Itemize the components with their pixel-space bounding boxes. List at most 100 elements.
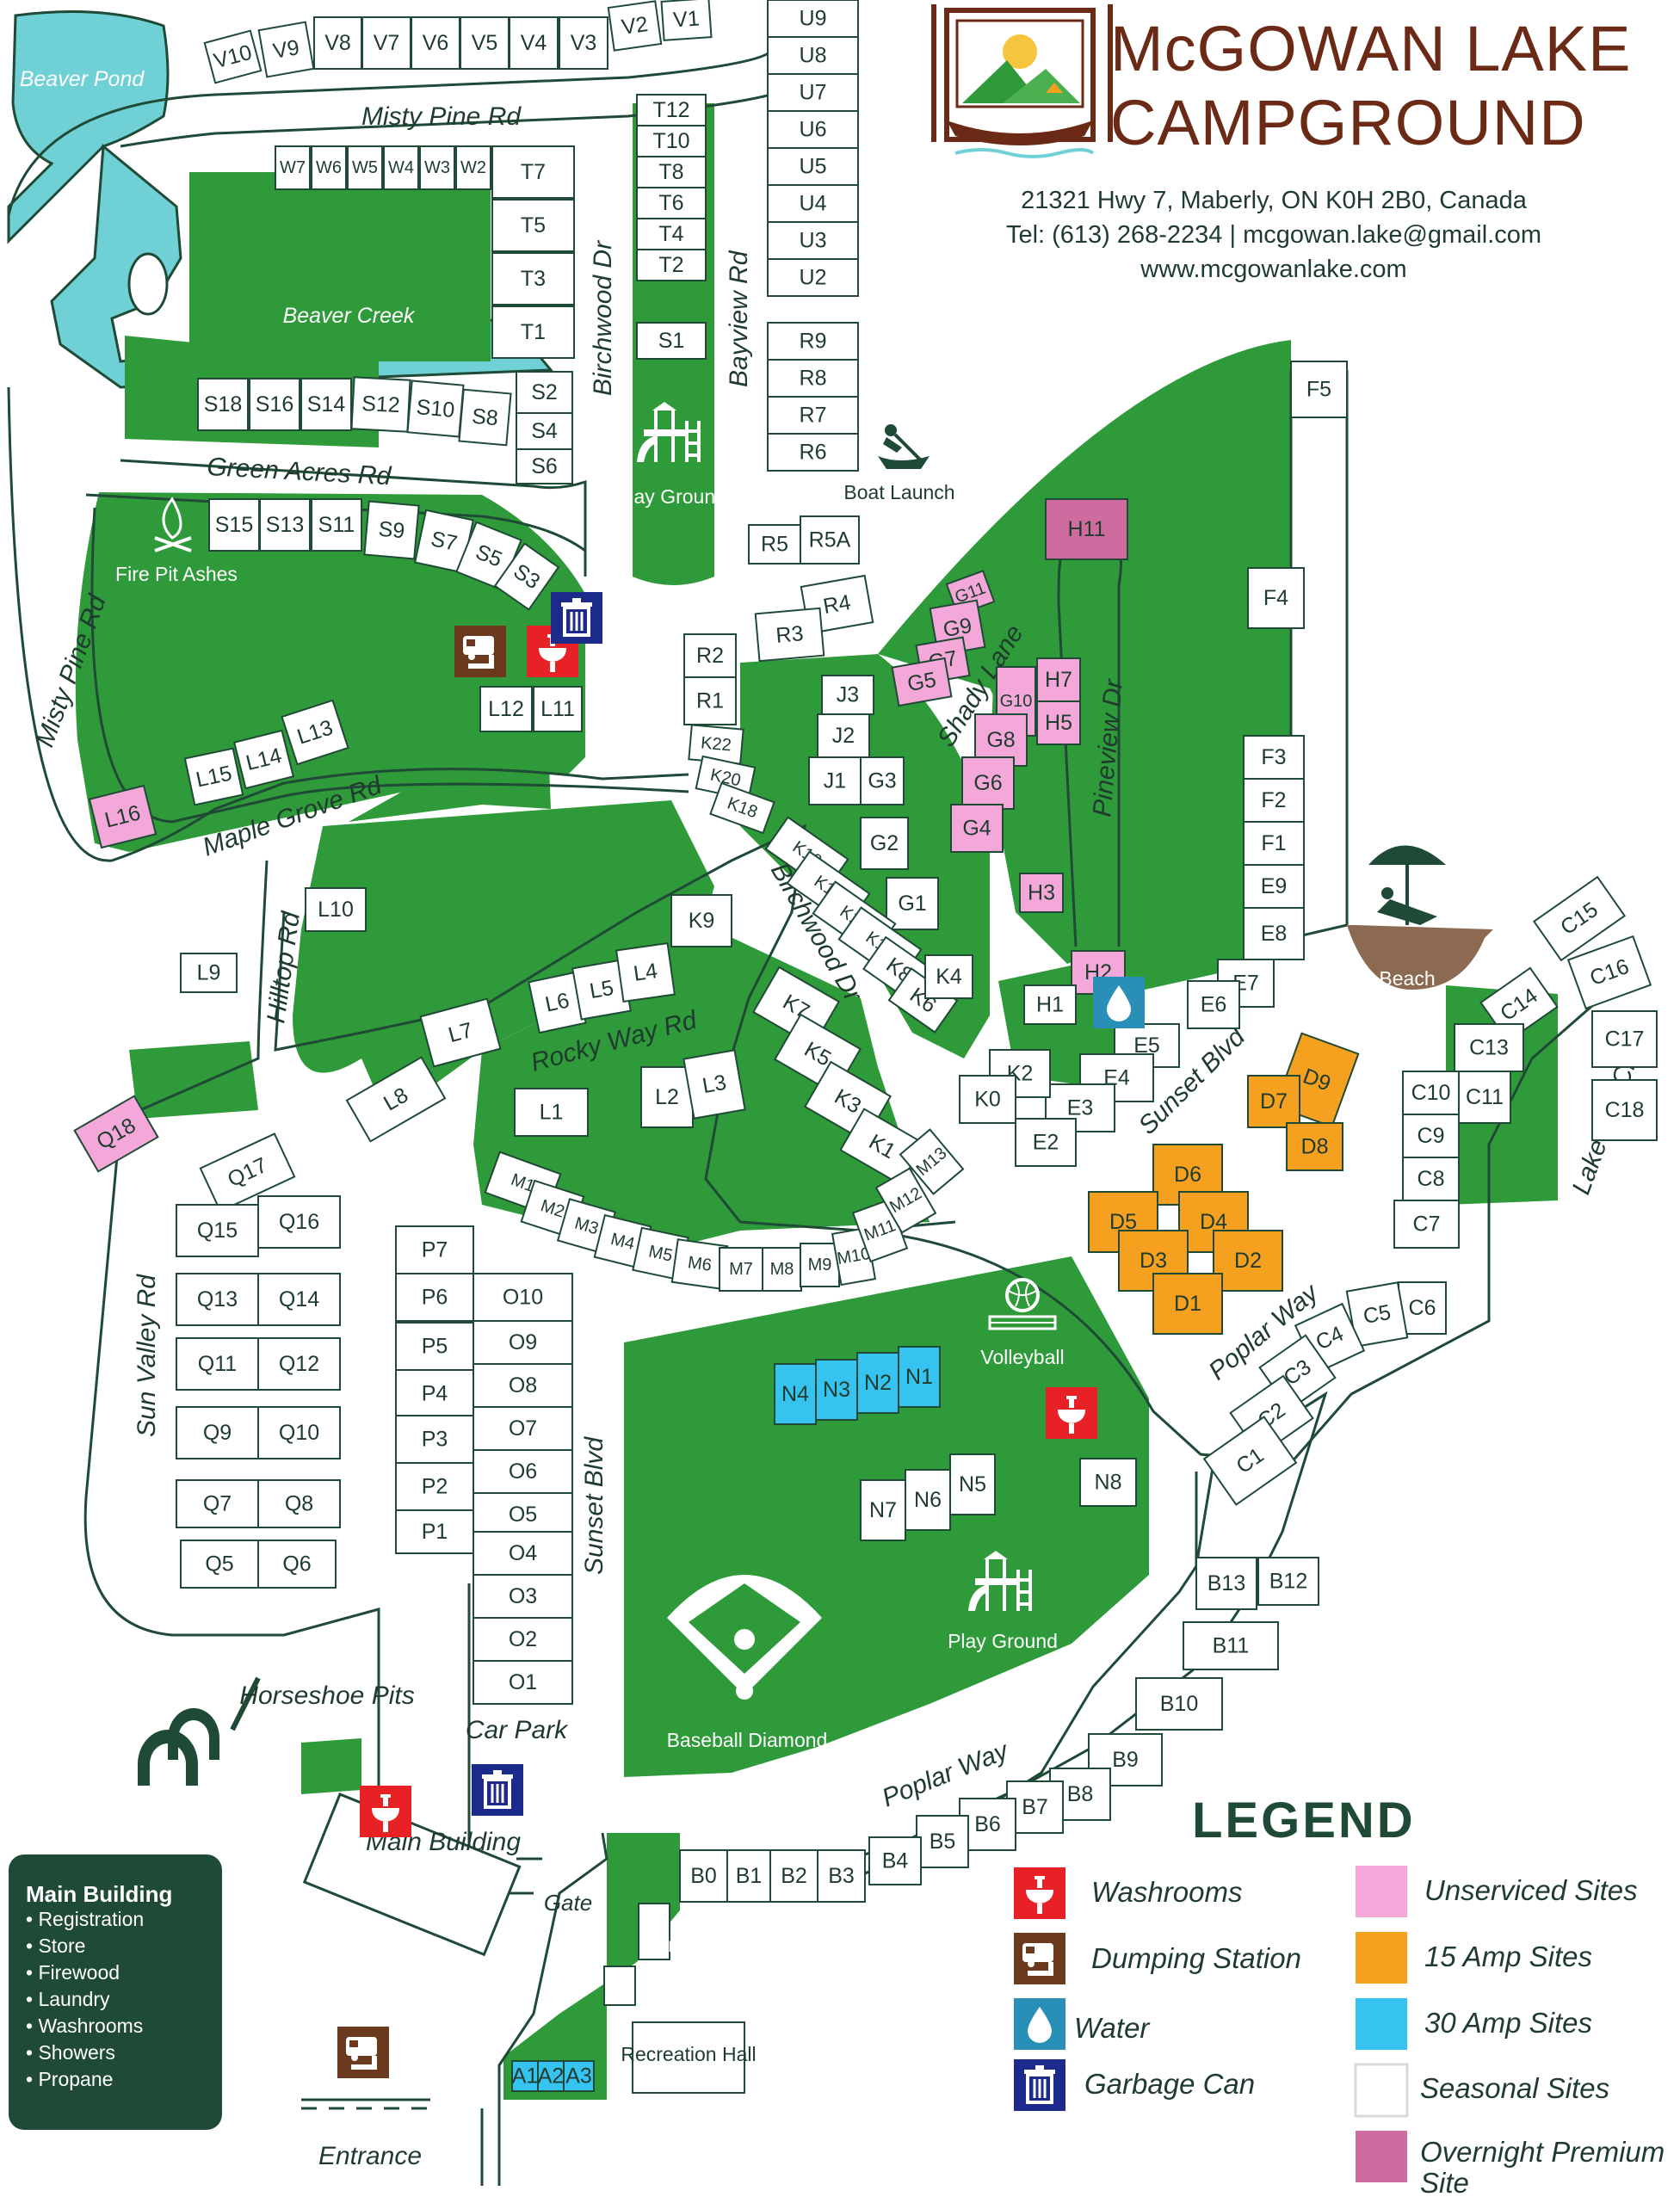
campsite-r6[interactable]: R6 [767, 433, 859, 472]
campsite-box[interactable] [726, 1849, 771, 1903]
campsite-q14[interactable]: Q14 [257, 1273, 341, 1326]
campsite-box[interactable] [199, 1132, 296, 1213]
campsite-box[interactable] [821, 675, 874, 715]
campsite-r8[interactable]: R8 [767, 359, 859, 398]
campsite-d2[interactable]: D2 [1213, 1230, 1283, 1292]
campsite-box[interactable] [683, 676, 737, 725]
campsite-box[interactable] [514, 1088, 589, 1137]
campsite-o3[interactable]: O3 [472, 1574, 573, 1619]
campsite-v4[interactable]: V4 [509, 16, 559, 70]
campsite-box[interactable] [1247, 1075, 1300, 1128]
campsite-e2[interactable]: E2 [1015, 1118, 1077, 1167]
campsite-box[interactable] [1454, 1023, 1524, 1072]
campsite-c14[interactable]: C14 [1479, 966, 1559, 1043]
campsite-box[interactable] [1402, 1157, 1460, 1201]
campsite-s13[interactable]: S13 [259, 498, 311, 552]
campsite-box[interactable] [860, 817, 909, 870]
campsite-s6[interactable]: S6 [516, 448, 573, 484]
campsite-d7[interactable]: D7 [1247, 1075, 1300, 1128]
campsite-l5[interactable]: L5 [571, 959, 632, 1021]
campsite-h11[interactable]: H11 [1045, 498, 1128, 560]
campsite-p2[interactable]: P2 [395, 1462, 474, 1511]
campsite-box[interactable] [636, 125, 707, 157]
campsite-box[interactable] [1023, 984, 1077, 1025]
campsite-q18[interactable]: Q18 [73, 1095, 159, 1173]
campsite-box[interactable] [455, 145, 491, 190]
campsite-r5[interactable]: R5 [748, 524, 801, 565]
campsite-l15[interactable]: L15 [183, 747, 244, 806]
campsite-p5[interactable]: P5 [395, 1322, 474, 1371]
campsite-v6[interactable]: V6 [411, 16, 460, 70]
campsite-c17[interactable]: C17 [1591, 1010, 1658, 1068]
campsite-h5[interactable]: H5 [1036, 700, 1081, 745]
campsite-box[interactable] [73, 1095, 159, 1173]
campsite-box[interactable] [949, 1453, 996, 1515]
campsite-box[interactable] [363, 500, 420, 560]
campsite-c16[interactable]: C16 [1566, 935, 1652, 1010]
campsite-box[interactable] [516, 448, 573, 484]
campsite-c15[interactable]: C15 [1532, 875, 1627, 962]
campsite-s3[interactable]: S3 [493, 542, 560, 611]
campsite-box[interactable] [257, 1195, 341, 1249]
campsite-box[interactable] [1290, 361, 1348, 418]
campsite-b3[interactable]: B3 [817, 1849, 866, 1903]
campsite-k0[interactable]: K0 [959, 1075, 1016, 1124]
campsite-b5[interactable]: B5 [916, 1815, 969, 1868]
campsite-box[interactable] [636, 249, 707, 281]
campsite-c7[interactable]: C7 [1393, 1200, 1460, 1249]
campsite-o4[interactable]: O4 [472, 1531, 573, 1576]
campsite-f3[interactable]: F3 [1243, 735, 1305, 780]
campsite-o9[interactable]: O9 [472, 1320, 573, 1365]
campsite-l10[interactable]: L10 [305, 887, 367, 932]
campsite-box[interactable] [1243, 864, 1305, 909]
campsite-c6[interactable]: C6 [1398, 1281, 1447, 1335]
campsite-g2[interactable]: G2 [860, 817, 909, 870]
campsite-o7[interactable]: O7 [472, 1406, 573, 1451]
campsite-box[interactable] [259, 498, 311, 552]
campsite-box[interactable] [275, 145, 311, 190]
campsite-f2[interactable]: F2 [1243, 778, 1305, 823]
campsite-e4[interactable]: E4 [1079, 1053, 1154, 1102]
campsite-box[interactable] [472, 1492, 573, 1537]
campsite-j2[interactable]: J2 [817, 713, 870, 758]
campsite-box[interactable] [1135, 1677, 1223, 1731]
campsite-c9[interactable]: C9 [1402, 1114, 1460, 1158]
campsite-v3[interactable]: V3 [559, 16, 608, 70]
campsite-t8[interactable]: T8 [636, 156, 707, 188]
campsite-n6[interactable]: N6 [905, 1469, 951, 1531]
campsite-o2[interactable]: O2 [472, 1617, 573, 1662]
campsite-box[interactable] [419, 997, 502, 1068]
campsite-box[interactable] [767, 36, 859, 75]
campsite-b1[interactable]: B1 [726, 1849, 771, 1903]
campsite-box[interactable] [1036, 700, 1081, 745]
campsite-a2[interactable]: A2 [537, 2060, 565, 2092]
campsite-box[interactable] [411, 16, 460, 70]
campsite-o6[interactable]: O6 [472, 1449, 573, 1494]
campsite-b13[interactable]: B13 [1195, 1557, 1257, 1610]
campsite-g4[interactable]: G4 [950, 804, 1004, 853]
campsite-q11[interactable]: Q11 [176, 1337, 259, 1391]
campsite-box[interactable] [1036, 657, 1081, 702]
campsite-w7[interactable]: W7 [275, 145, 311, 190]
campsite-box[interactable] [311, 498, 362, 552]
campsite-a1[interactable]: A1 [511, 2060, 539, 2092]
campsite-v9[interactable]: V9 [257, 21, 315, 78]
campsite-box[interactable] [748, 524, 801, 565]
campsite-box[interactable] [1591, 1010, 1658, 1068]
campsite-p1[interactable]: P1 [395, 1509, 474, 1554]
campsite-box[interactable] [472, 1660, 573, 1705]
campsite-box[interactable] [458, 388, 512, 447]
campsite-box[interactable] [961, 756, 1015, 810]
campsite-box[interactable] [257, 21, 315, 78]
campsite-c10[interactable]: C10 [1402, 1071, 1460, 1115]
campsite-box[interactable] [1183, 1621, 1279, 1670]
campsite-box[interactable] [891, 657, 953, 707]
campsite-j3[interactable]: J3 [821, 675, 874, 715]
campsite-box[interactable] [899, 1128, 965, 1195]
campsite-q17[interactable]: Q17 [199, 1132, 296, 1213]
campsite-u2[interactable]: U2 [767, 258, 859, 297]
campsite-box[interactable] [905, 1469, 951, 1531]
campsite-n8[interactable]: N8 [1079, 1458, 1137, 1507]
campsite-s9[interactable]: S9 [363, 500, 420, 560]
campsite-box[interactable] [472, 1574, 573, 1619]
